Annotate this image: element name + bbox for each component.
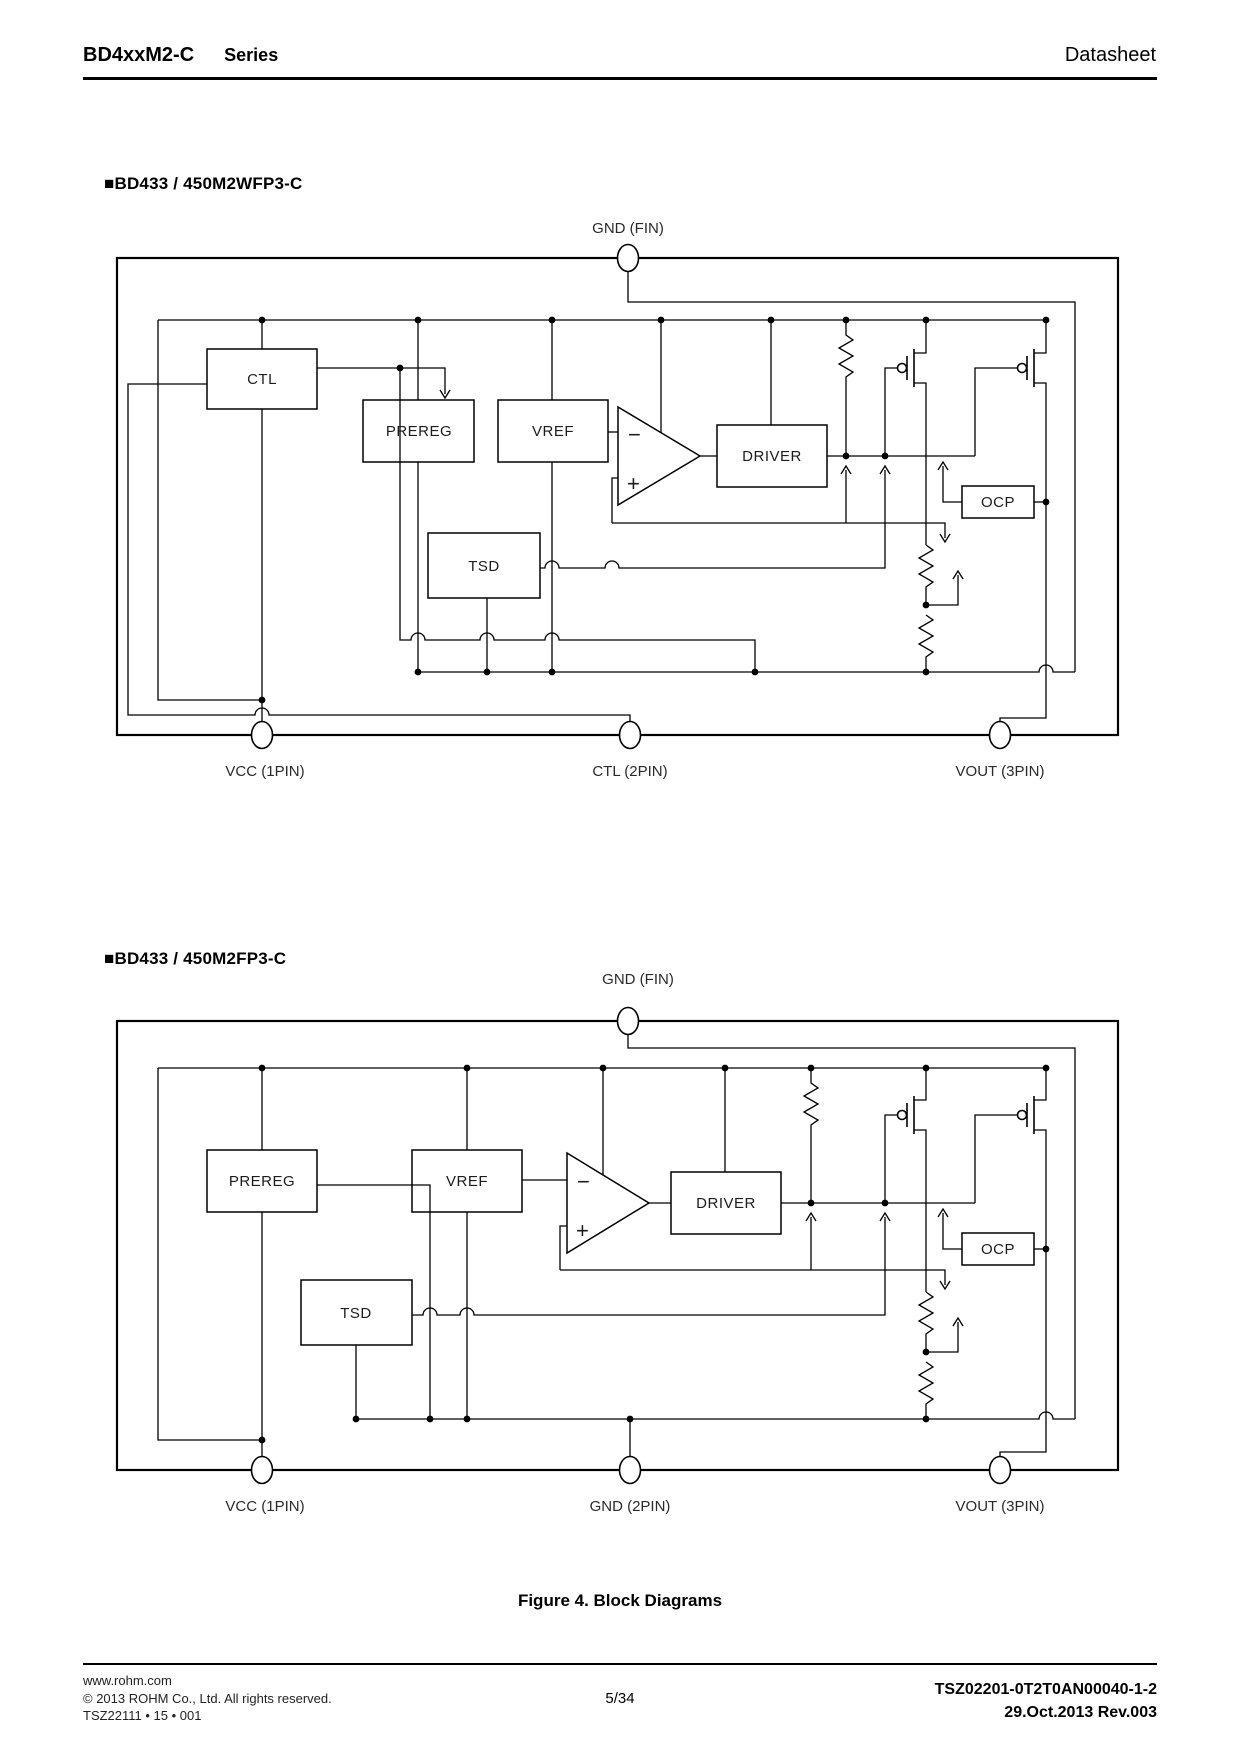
d2-opamp-plus: + — [576, 1218, 589, 1243]
d1-prereg-label: PREREG — [386, 423, 452, 440]
d2-blocks: PREREG VREF − + DRIVER OCP TSD — [206, 1149, 1035, 1346]
d2-pin-vout — [988, 1455, 1012, 1485]
d2-block-tsd — [300, 1279, 413, 1346]
footer-doc-number: TSZ02201-0T2T0AN00040-1-2 — [934, 1681, 1157, 1698]
d1-arrowheads — [439, 389, 964, 580]
header-product: BD4xxM2-C Series — [83, 44, 278, 67]
footer-revision: 29.Oct.2013 Rev.003 — [1004, 1704, 1157, 1722]
d1-opamp — [617, 405, 702, 507]
d1-block-vref — [497, 399, 609, 463]
section-title-2: ■BD433 / 450M2FP3-C — [104, 949, 287, 968]
d2-pmos1-icon — [896, 1096, 915, 1134]
d2-tsd-label: TSD — [340, 1305, 372, 1322]
d1-block-ctl — [206, 348, 318, 410]
d1-pin-gnd-fin — [616, 243, 640, 273]
d1-pin-vout — [988, 720, 1012, 750]
footer-rule — [83, 1663, 1157, 1665]
d2-block-vref — [411, 1149, 523, 1213]
d2-block-driver — [670, 1171, 782, 1235]
d2-gnd-fin-label: GND (FIN) — [602, 971, 674, 988]
d2-block-ocp — [961, 1232, 1035, 1266]
d2-pin3-label: VOUT (3PIN) — [956, 1498, 1045, 1515]
d1-blocks: CTL PREREG VREF − + DRIVER OCP TSD — [206, 348, 1035, 599]
section-title-1: ■BD433 / 450M2WFP3-C — [104, 174, 303, 193]
d2-pin-vcc — [250, 1455, 274, 1485]
d2-prereg-label: PREREG — [229, 1173, 295, 1190]
d1-pin-vcc — [250, 720, 274, 750]
d1-junctions — [258, 316, 1050, 704]
d2-opamp-minus: − — [577, 1169, 590, 1194]
d2-block-prereg — [206, 1149, 318, 1213]
d1-block-tsd — [427, 532, 541, 599]
d1-pin-ctl — [618, 720, 642, 750]
header-doc-type: Datasheet — [1064, 44, 1156, 66]
d1-opamp-minus: − — [628, 422, 641, 447]
d2-wires — [157, 1035, 1076, 1456]
d1-block-ocp — [961, 485, 1035, 519]
block-diagram-1: GND (FIN) — [115, 220, 1120, 780]
d2-junctions — [258, 1064, 1050, 1444]
d2-pmos2-icon — [1016, 1096, 1035, 1134]
footer-code: TSZ22111 • 15 • 001 — [83, 1708, 202, 1724]
d2-pin2-label: GND (2PIN) — [590, 1498, 671, 1515]
d2-opamp — [566, 1151, 651, 1255]
d2-pin1-label: VCC (1PIN) — [225, 1498, 304, 1515]
d1-tsd-label: TSD — [468, 558, 500, 575]
d2-ocp-label: OCP — [981, 1241, 1015, 1258]
d1-opamp-plus: + — [627, 471, 640, 496]
d1-block-driver — [716, 424, 828, 488]
d1-ctl-label: CTL — [247, 371, 277, 388]
page-number: 5/34 — [605, 1690, 635, 1707]
d1-block-prereg — [362, 399, 475, 463]
product-series: Series — [224, 45, 279, 65]
d1-driver-label: DRIVER — [742, 448, 802, 465]
d2-vref-label: VREF — [446, 1173, 488, 1190]
product-name: BD4xxM2-C — [83, 44, 195, 66]
footer-website[interactable]: www.rohm.com — [83, 1673, 172, 1688]
footer-left: www.rohm.com © 2013 ROHM Co., Ltd. All r… — [83, 1672, 332, 1725]
figure-caption: Figure 4. Block Diagrams — [517, 1591, 723, 1610]
d1-pin3-label: VOUT (3PIN) — [956, 763, 1045, 780]
d1-pmos1-icon — [896, 349, 915, 387]
d2-outer-border — [115, 1019, 1120, 1472]
d1-gnd-fin-label: GND (FIN) — [592, 220, 664, 237]
d1-ocp-label: OCP — [981, 494, 1015, 511]
header-rule — [83, 77, 1157, 80]
d1-wires — [127, 272, 1076, 721]
footer-copyright: © 2013 ROHM Co., Ltd. All rights reserve… — [83, 1690, 332, 1706]
footer-right: TSZ02201-0T2T0AN00040-1-2 29.Oct.2013 Re… — [935, 1678, 1157, 1724]
d1-vref-label: VREF — [532, 423, 574, 440]
d2-pin-gnd — [618, 1455, 642, 1485]
d1-pmos2-icon — [1016, 349, 1035, 387]
d1-pin2-label: CTL (2PIN) — [592, 763, 667, 780]
block-diagram-2: GND (FIN) — [115, 971, 1120, 1515]
d2-arrowheads — [805, 1207, 964, 1327]
d2-driver-label: DRIVER — [696, 1195, 756, 1212]
d1-pin1-label: VCC (1PIN) — [225, 763, 304, 780]
d2-pin-gnd-fin — [616, 1006, 640, 1036]
